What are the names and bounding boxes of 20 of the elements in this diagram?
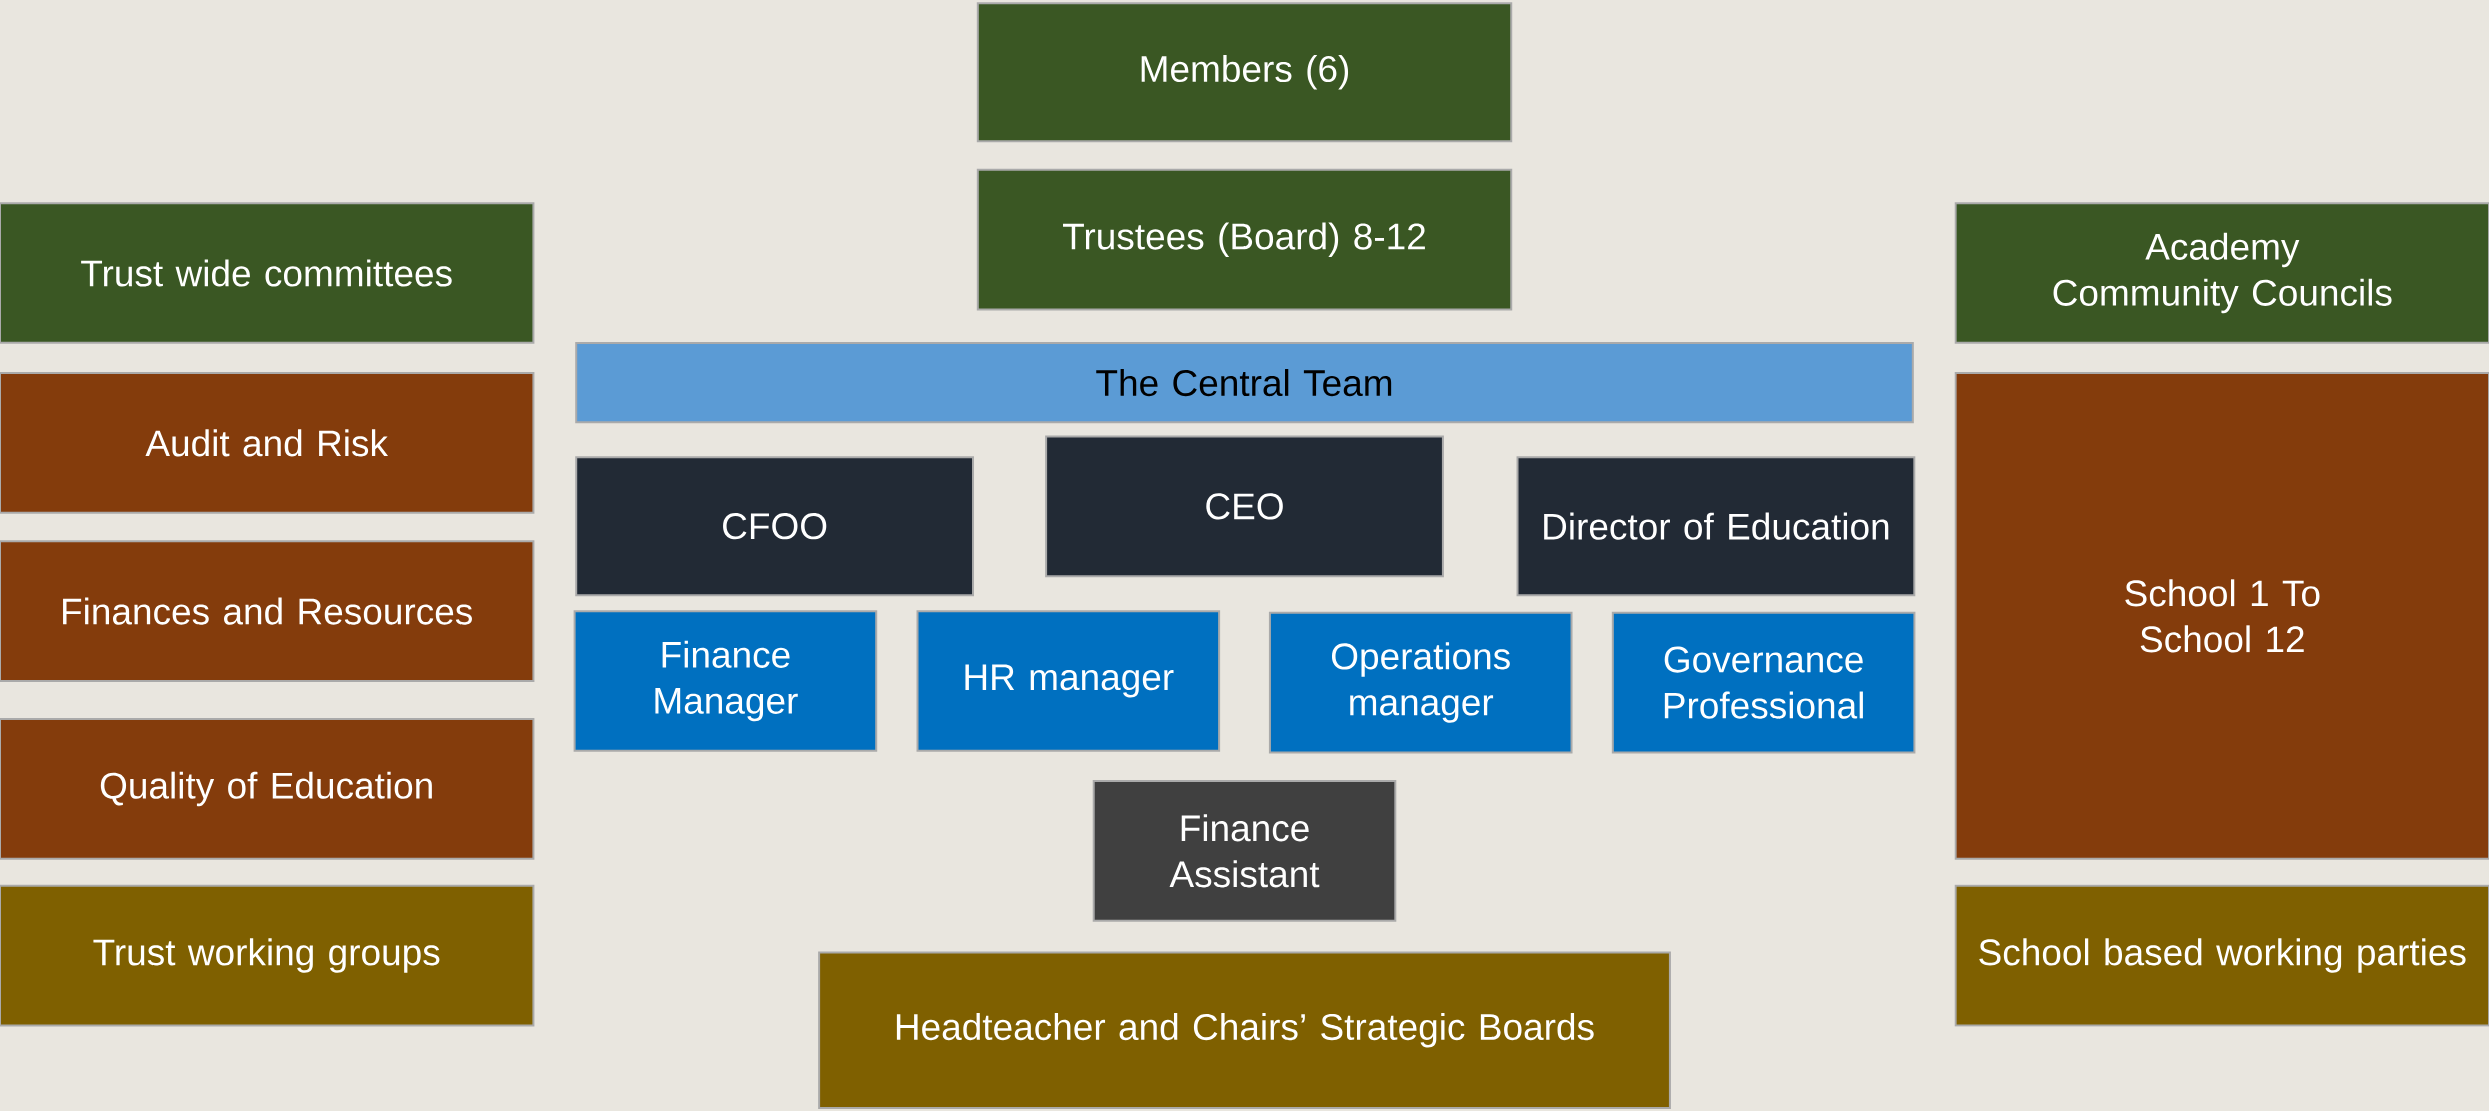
org-box: Trustees (Board) 8-12 [976, 168, 1513, 311]
org-box: Operations manager [1268, 611, 1573, 754]
org-box: Finance Assistant [1092, 779, 1397, 922]
org-box: CFOO [575, 456, 974, 597]
org-box: CEO [1045, 435, 1444, 578]
org-box: Finances and Resources [0, 540, 535, 682]
org-box: HR manager [916, 610, 1221, 752]
org-box: Governance Professional [1611, 611, 1916, 754]
org-box: The Central Team [575, 341, 1914, 424]
org-box: School based working parties [1954, 884, 2489, 1027]
org-box: Headteacher and Chairs’ Strategic Boards [818, 951, 1671, 1109]
org-box: Members (6) [976, 2, 1513, 143]
org-box: Trust wide committees [0, 202, 535, 344]
org-box: Director of Education [1516, 456, 1916, 597]
org-box: Academy Community Councils [1954, 202, 2489, 344]
org-box: School 1 To School 12 [1954, 372, 2489, 860]
org-box: Trust working groups [0, 884, 535, 1027]
org-box: Audit and Risk [0, 372, 535, 514]
org-box: Finance Manager [573, 610, 878, 752]
org-box: Quality of Education [0, 718, 535, 860]
